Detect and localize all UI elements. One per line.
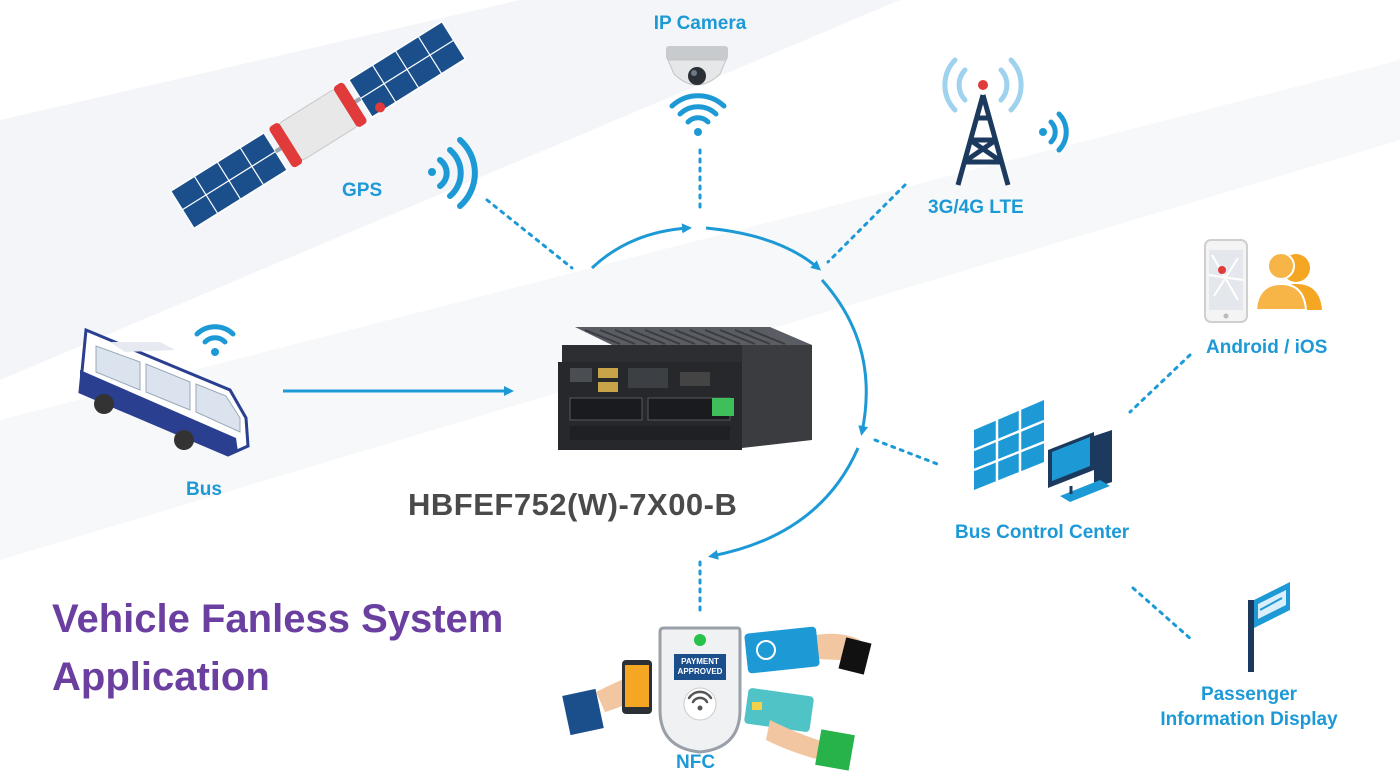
lte-label: 3G/4G LTE [928,197,1024,218]
gps-label: GPS [342,180,383,201]
control-center-dotted-link [873,438,942,467]
device-model-label: HBFEF752(W)-7X00-B [408,487,738,522]
arc-arrow-top-right [705,226,822,271]
passenger-display-label: Passenger Information Display [1140,682,1358,732]
page-title-line2: Application [52,655,270,699]
bus-label: Bus [186,479,222,500]
bus-control-center-label: Bus Control Center [955,522,1130,543]
arc-arrow-bottom [708,447,860,560]
page-title: Vehicle Fanless System Application [52,590,503,706]
arc-arrow-top-left [590,223,692,270]
ip-camera-label: IP Camera [653,13,747,34]
passenger-display-label-line1: Passenger [1200,684,1298,705]
nfc-label: NFC [676,752,716,773]
payment-screen-line1: PAYMENT [681,657,719,666]
lte-dotted-link [826,183,907,264]
payment-screen-line2: APPROVED [677,667,723,676]
arc-arrow-right [820,279,869,436]
gps-dotted-link [485,198,574,270]
page-title-line1: Vehicle Fanless System [52,597,504,641]
payment-approved-screen: PAYMENT APPROVED [674,657,726,677]
android-ios-label: Android / iOS [1206,337,1328,358]
passenger-display-label-line2: Information Display [1160,709,1338,730]
display-dotted-link [1131,586,1194,642]
